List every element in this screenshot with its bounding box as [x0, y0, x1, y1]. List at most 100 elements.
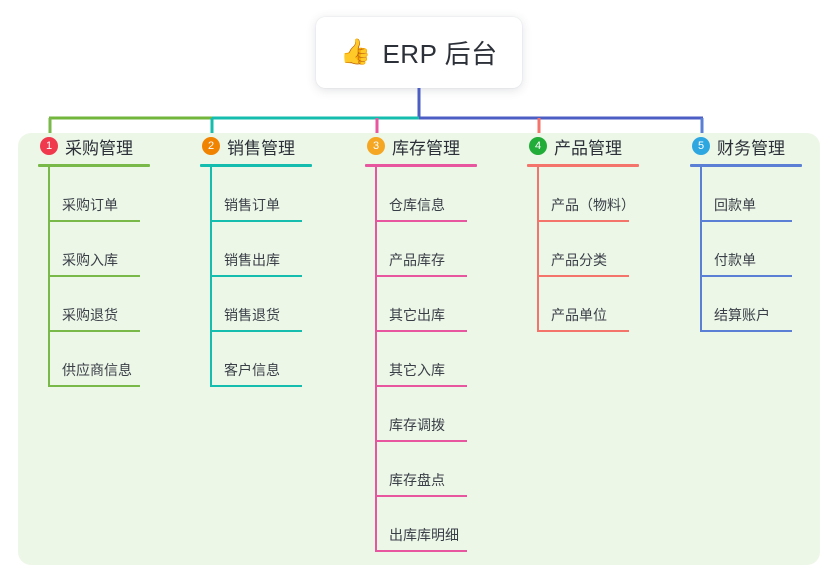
- branch-spine-3: [375, 167, 377, 552]
- branch-title-3: 库存管理: [392, 138, 460, 158]
- thumbs-up-icon: 👍: [340, 38, 372, 66]
- leaf-item[interactable]: 库存盘点: [375, 442, 515, 497]
- leaf-item-label: 其它入库: [389, 362, 445, 378]
- leaf-item-label: 销售退货: [224, 307, 280, 323]
- branch-badge-2: 2: [202, 137, 220, 155]
- leaf-item-underline: [375, 220, 467, 222]
- leaf-item-label: 产品库存: [389, 252, 445, 268]
- leaf-item[interactable]: 采购退货: [48, 277, 188, 332]
- leaf-item-underline: [210, 385, 302, 387]
- branches-panel: 1 采购管理采购订单采购入库采购退货供应商信息 2 销售管理销售订单销售出库销售退货客…: [18, 133, 820, 565]
- leaf-item-label: 出库库明细: [389, 527, 459, 543]
- branch-header-5[interactable]: 5 财务管理: [690, 133, 839, 159]
- branch-column-1: 1 采购管理采购订单采购入库采购退货供应商信息: [38, 133, 188, 387]
- branch-spine-2: [210, 167, 212, 387]
- branch-spine-1: [48, 167, 50, 387]
- leaf-item-label: 结算账户: [714, 307, 770, 323]
- leaf-item-label: 回款单: [714, 197, 756, 213]
- leaf-item-label: 产品单位: [551, 307, 607, 323]
- leaf-item-underline: [48, 275, 140, 277]
- leaf-item-label: 采购退货: [62, 307, 118, 323]
- leaf-item-underline: [210, 330, 302, 332]
- leaf-item-underline: [48, 385, 140, 387]
- branch-badge-5: 5: [692, 137, 710, 155]
- leaf-item-label: 产品（物料）: [551, 197, 635, 213]
- branch-column-4: 4 产品管理产品（物料） 产品分类产品单位: [527, 133, 677, 332]
- leaf-item-label: 库存调拨: [389, 417, 445, 433]
- leaf-item-underline: [700, 220, 792, 222]
- branch-header-4[interactable]: 4 产品管理: [527, 133, 677, 159]
- leaf-item-underline: [375, 330, 467, 332]
- leaf-item-label: 客户信息: [224, 362, 280, 378]
- branch-underline-2: [200, 164, 312, 167]
- branch-items-3: 仓库信息产品库存其它出库其它入库库存调拨库存盘点出库库明细: [365, 167, 515, 552]
- leaf-item-label: 销售订单: [224, 197, 280, 213]
- branch-header-2[interactable]: 2 销售管理: [200, 133, 350, 159]
- branch-title-5: 财务管理: [717, 138, 785, 158]
- leaf-item-underline: [375, 275, 467, 277]
- branch-header-3[interactable]: 3 库存管理: [365, 133, 515, 159]
- branch-badge-4: 4: [529, 137, 547, 155]
- branch-header-1[interactable]: 1 采购管理: [38, 133, 188, 159]
- leaf-item-label: 库存盘点: [389, 472, 445, 488]
- branch-title-1: 采购管理: [65, 138, 133, 158]
- leaf-item[interactable]: 结算账户: [700, 277, 839, 332]
- leaf-item-underline: [375, 550, 467, 552]
- leaf-item-underline: [375, 385, 467, 387]
- leaf-item[interactable]: 销售出库: [210, 222, 350, 277]
- leaf-item[interactable]: 付款单: [700, 222, 839, 277]
- leaf-item[interactable]: 销售订单: [210, 167, 350, 222]
- branch-underline-5: [690, 164, 802, 167]
- root-node-content: 👍 ERP 后台: [340, 34, 497, 71]
- branch-column-2: 2 销售管理销售订单销售出库销售退货客户信息: [200, 133, 350, 387]
- leaf-item[interactable]: 产品库存: [375, 222, 515, 277]
- leaf-item[interactable]: 供应商信息: [48, 332, 188, 387]
- branch-items-5: 回款单付款单结算账户: [690, 167, 839, 332]
- branch-underline-1: [38, 164, 150, 167]
- leaf-item-label: 供应商信息: [62, 362, 132, 378]
- root-node-card[interactable]: 👍 ERP 后台: [316, 17, 522, 88]
- leaf-item[interactable]: 仓库信息: [375, 167, 515, 222]
- branch-badge-3: 3: [367, 137, 385, 155]
- leaf-item-underline: [700, 330, 792, 332]
- leaf-item[interactable]: 其它出库: [375, 277, 515, 332]
- leaf-item[interactable]: 出库库明细: [375, 497, 515, 552]
- leaf-item[interactable]: 采购订单: [48, 167, 188, 222]
- leaf-item[interactable]: 库存调拨: [375, 387, 515, 442]
- leaf-item-underline: [210, 220, 302, 222]
- branch-underline-4: [527, 164, 639, 167]
- branch-title-2: 销售管理: [227, 138, 295, 158]
- branch-column-3: 3 库存管理仓库信息产品库存其它出库其它入库库存调拨库存盘点出库库明细: [365, 133, 515, 552]
- leaf-item-underline: [48, 220, 140, 222]
- leaf-item-label: 其它出库: [389, 307, 445, 323]
- branch-items-4: 产品（物料） 产品分类产品单位: [527, 167, 677, 332]
- leaf-item[interactable]: 产品（物料）: [537, 167, 677, 222]
- leaf-item-label: 采购入库: [62, 252, 118, 268]
- leaf-item-label: 仓库信息: [389, 197, 445, 213]
- branch-items-2: 销售订单销售出库销售退货客户信息: [200, 167, 350, 387]
- leaf-item[interactable]: 采购入库: [48, 222, 188, 277]
- page-title: ERP 后台: [382, 39, 498, 69]
- branch-items-1: 采购订单采购入库采购退货供应商信息: [38, 167, 188, 387]
- branch-title-4: 产品管理: [554, 138, 622, 158]
- leaf-item[interactable]: 客户信息: [210, 332, 350, 387]
- leaf-item-underline: [537, 275, 629, 277]
- leaf-item-underline: [48, 330, 140, 332]
- leaf-item-underline: [537, 220, 629, 222]
- leaf-item[interactable]: 产品分类: [537, 222, 677, 277]
- branch-badge-1: 1: [40, 137, 58, 155]
- leaf-item-underline: [375, 440, 467, 442]
- leaf-item-underline: [375, 495, 467, 497]
- leaf-item-underline: [537, 330, 629, 332]
- leaf-item-label: 销售出库: [224, 252, 280, 268]
- branch-spine-5: [700, 167, 702, 332]
- leaf-item-label: 产品分类: [551, 252, 607, 268]
- branch-column-5: 5 财务管理回款单付款单结算账户: [690, 133, 839, 332]
- leaf-item-underline: [210, 275, 302, 277]
- leaf-item[interactable]: 其它入库: [375, 332, 515, 387]
- leaf-item[interactable]: 销售退货: [210, 277, 350, 332]
- leaf-item[interactable]: 回款单: [700, 167, 839, 222]
- leaf-item[interactable]: 产品单位: [537, 277, 677, 332]
- branch-underline-3: [365, 164, 477, 167]
